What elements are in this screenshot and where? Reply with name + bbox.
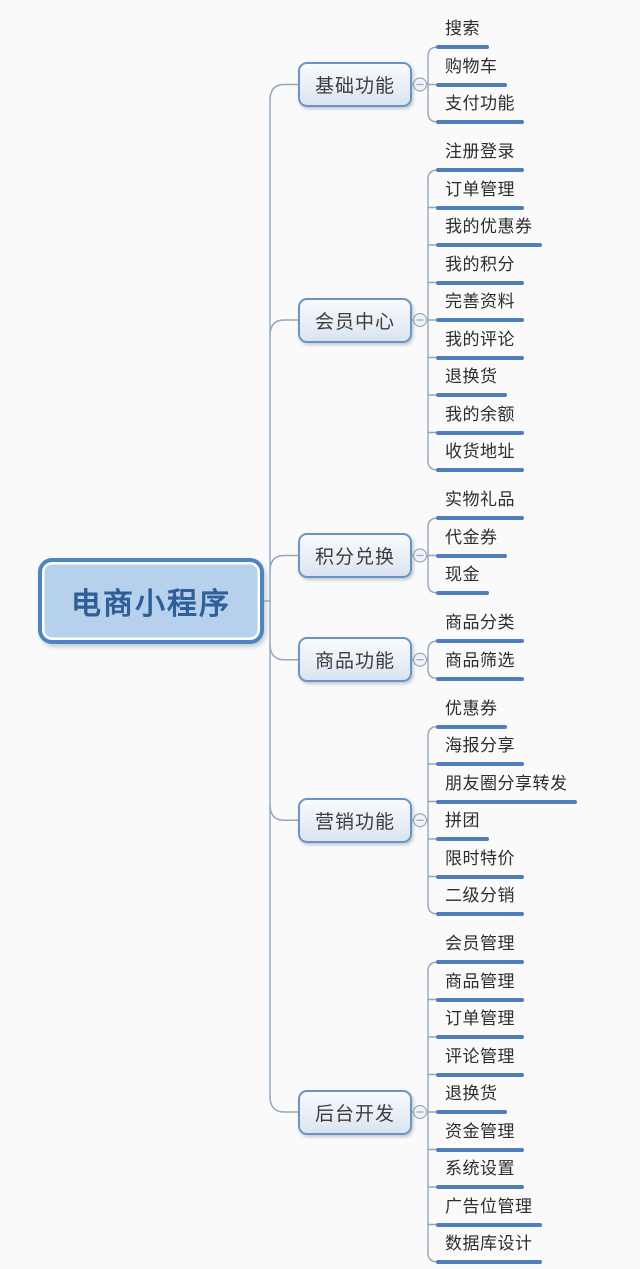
leaf-underline	[436, 168, 524, 172]
collapse-toggle-icon[interactable]	[412, 312, 428, 328]
leaf-underline	[436, 912, 524, 916]
leaf-node[interactable]: 支付功能	[445, 94, 515, 113]
leaf-node[interactable]: 我的积分	[445, 254, 515, 274]
leaf-node[interactable]: 商品分类	[445, 613, 515, 632]
leaf-underline	[436, 1147, 524, 1152]
branch-node-label: 营销功能	[314, 811, 395, 833]
leaf-underline	[436, 82, 507, 87]
collapse-toggle-icon[interactable]	[412, 813, 428, 828]
leaf-node[interactable]: 现金	[445, 565, 480, 584]
leaf-underline	[436, 1260, 542, 1264]
leaf-node[interactable]: 数据库设计	[445, 1234, 533, 1253]
leaf-node[interactable]: 朋友圈分享转发	[445, 773, 568, 793]
leaf-node[interactable]: 搜索	[445, 19, 480, 38]
collapse-toggle-icon[interactable]	[412, 77, 428, 92]
branch-node[interactable]: 商品功能	[298, 637, 412, 683]
leaf-underline	[436, 960, 524, 964]
leaf-underline	[436, 553, 507, 558]
leaf-node[interactable]: 订单管理	[445, 179, 515, 199]
branch-node[interactable]: 后台开发	[298, 1089, 412, 1135]
leaf-underline	[436, 1110, 507, 1114]
leaf-node[interactable]: 会员管理	[445, 934, 515, 953]
leaf-node[interactable]: 评论管理	[445, 1046, 515, 1066]
branch-node-label: 会员中心	[314, 311, 395, 333]
leaf-underline	[436, 318, 524, 322]
leaf-node[interactable]: 资金管理	[445, 1121, 515, 1141]
leaf-node[interactable]: 商品筛选	[445, 650, 515, 670]
branch-node-label: 商品功能	[314, 651, 395, 673]
leaf-underline	[436, 997, 524, 1002]
leaf-node[interactable]: 优惠券	[445, 698, 498, 718]
leaf-node[interactable]: 限时特价	[445, 848, 515, 868]
leaf-underline	[436, 468, 524, 472]
leaf-underline	[436, 1035, 524, 1039]
leaf-underline	[436, 639, 524, 643]
leaf-underline	[436, 120, 524, 124]
leaf-underline	[436, 874, 524, 879]
leaf-underline	[436, 243, 542, 247]
branch-node[interactable]: 会员中心	[298, 297, 412, 343]
leaf-node[interactable]: 海报分享	[445, 736, 515, 755]
leaf-underline	[436, 1072, 524, 1077]
leaf-node[interactable]: 二级分销	[445, 886, 515, 905]
branch-node-label: 积分兑换	[314, 547, 395, 568]
leaf-underline	[436, 205, 524, 210]
leaf-underline	[436, 1185, 524, 1189]
leaf-underline	[436, 393, 507, 397]
leaf-node[interactable]: 退换货	[445, 367, 498, 386]
root-node-label: 电商小程序	[71, 588, 231, 621]
leaf-node[interactable]: 注册登录	[445, 142, 515, 161]
leaf-underline	[436, 280, 524, 285]
collapse-toggle-icon[interactable]	[412, 548, 428, 563]
leaf-underline	[436, 1222, 542, 1227]
leaf-node[interactable]: 订单管理	[445, 1009, 515, 1028]
collapse-toggle-icon[interactable]	[412, 1104, 428, 1120]
leaf-node[interactable]: 购物车	[445, 56, 498, 76]
leaf-underline	[436, 355, 524, 360]
leaf-node[interactable]: 收货地址	[445, 442, 515, 461]
leaf-underline	[436, 45, 489, 49]
branch-node[interactable]: 营销功能	[298, 797, 412, 843]
leaf-node[interactable]: 我的优惠券	[445, 217, 533, 236]
leaf-underline	[436, 676, 524, 681]
leaf-node[interactable]: 完善资料	[445, 292, 515, 311]
branch-node-label: 后台开发	[314, 1103, 395, 1125]
leaf-node[interactable]: 广告位管理	[445, 1196, 533, 1216]
branch-node-label: 基础功能	[314, 76, 395, 97]
leaf-underline	[436, 430, 524, 435]
leaf-node[interactable]: 实物礼品	[445, 490, 515, 509]
leaf-underline	[436, 799, 577, 804]
leaf-underline	[436, 516, 524, 520]
leaf-node[interactable]: 拼团	[445, 811, 480, 830]
leaf-underline	[436, 724, 507, 729]
leaf-node[interactable]: 系统设置	[445, 1159, 515, 1178]
leaf-node[interactable]: 代金券	[445, 527, 498, 547]
collapse-toggle-icon[interactable]	[412, 652, 428, 667]
leaf-node[interactable]: 我的余额	[445, 404, 515, 424]
leaf-underline	[436, 762, 524, 766]
leaf-node[interactable]: 退换货	[445, 1084, 498, 1103]
root-node[interactable]: 电商小程序	[38, 558, 264, 644]
leaf-node[interactable]: 商品管理	[445, 971, 515, 991]
branch-node[interactable]: 积分兑换	[298, 533, 412, 578]
branch-node[interactable]: 基础功能	[298, 62, 412, 107]
leaf-node[interactable]: 我的评论	[445, 329, 515, 349]
leaf-underline	[436, 837, 489, 841]
leaf-underline	[436, 591, 489, 595]
